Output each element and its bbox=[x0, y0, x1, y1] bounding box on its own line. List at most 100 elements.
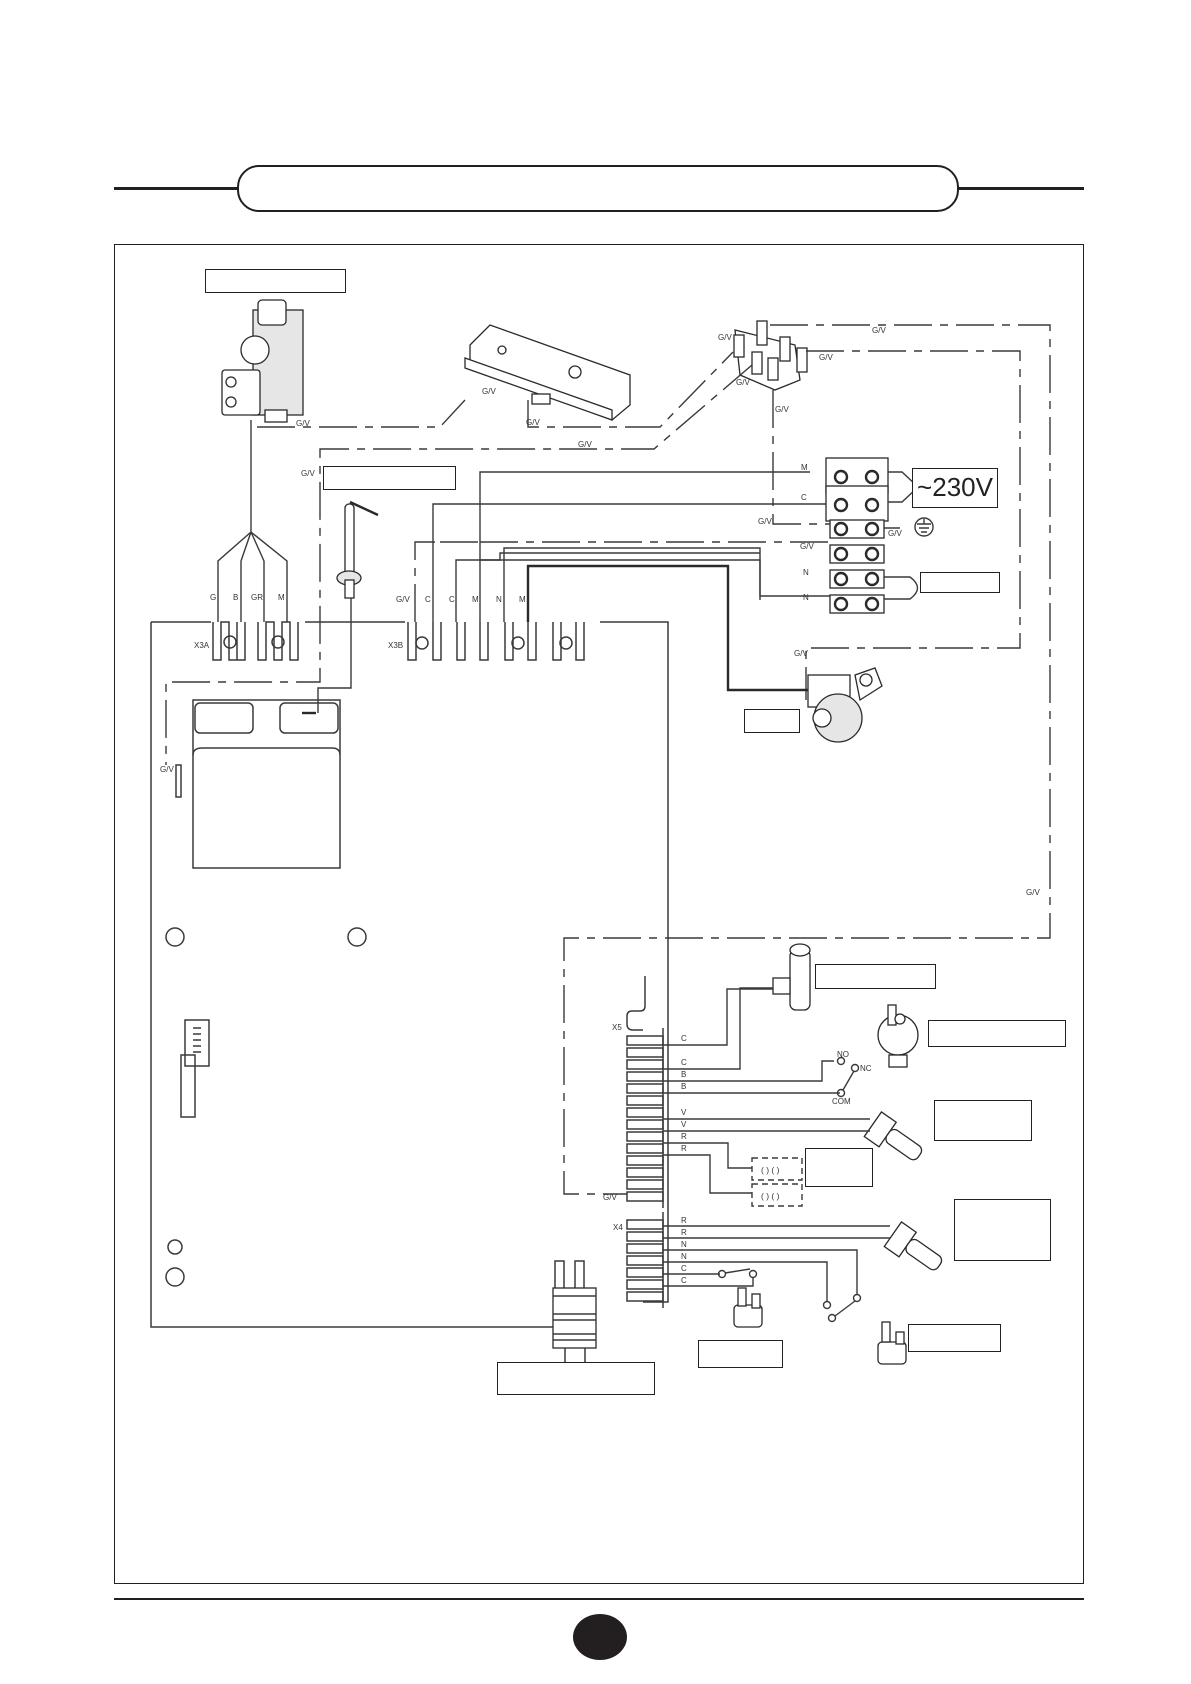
earth-wire bbox=[257, 399, 466, 428]
wire-label: G bbox=[210, 593, 216, 602]
dhw-sensor-icon bbox=[863, 1111, 923, 1161]
wire-flue-stat bbox=[663, 1249, 858, 1295]
callout-gas-valve bbox=[205, 269, 346, 293]
wire-label: N bbox=[496, 595, 502, 604]
pressure-switch-icon bbox=[877, 1004, 919, 1068]
terminal-screw bbox=[833, 497, 849, 513]
wire-label: C bbox=[681, 1058, 687, 1067]
terminal-screw bbox=[864, 469, 880, 485]
wire-label: G/V bbox=[794, 649, 808, 658]
terminal-screw bbox=[864, 546, 880, 562]
connector-pin bbox=[626, 1179, 664, 1190]
connector-label-x4: X4 bbox=[613, 1223, 623, 1232]
terminal-label: N bbox=[803, 593, 809, 602]
terminal-screw bbox=[833, 469, 849, 485]
wire-m bbox=[479, 471, 810, 622]
connector-pin bbox=[626, 1243, 664, 1254]
callout-mains-jumper bbox=[920, 572, 1000, 593]
connector-pin bbox=[626, 1083, 664, 1094]
display-connector bbox=[184, 1019, 210, 1067]
earth-strip-icon bbox=[733, 320, 808, 391]
wire-label: G/V bbox=[718, 333, 732, 342]
connector-pin bbox=[626, 1219, 664, 1230]
wire-label: C bbox=[449, 595, 455, 604]
wire-label: C bbox=[681, 1276, 687, 1285]
wire-label: G/V bbox=[872, 326, 886, 335]
terminal-screw bbox=[833, 521, 849, 537]
connector-pin bbox=[626, 1047, 664, 1058]
wire-label: R bbox=[681, 1144, 687, 1153]
connector-label-x5: X5 bbox=[612, 1023, 622, 1032]
connector-label-x3b: X3B bbox=[388, 641, 403, 650]
wire-n bbox=[480, 552, 760, 561]
limit-thermostat-icon bbox=[733, 1287, 763, 1328]
callout-connector-plug bbox=[497, 1362, 655, 1395]
flat-connector bbox=[180, 1054, 196, 1118]
terminal-screw bbox=[833, 596, 849, 612]
wire-flow-switch bbox=[663, 988, 773, 1046]
wire-label: M bbox=[472, 595, 479, 604]
earth-wire bbox=[165, 364, 753, 765]
footer-rule bbox=[114, 1598, 1084, 1600]
wire-label: G/V bbox=[482, 387, 496, 396]
mounting-hole bbox=[167, 1239, 183, 1255]
wire-label: B bbox=[681, 1082, 686, 1091]
connector-pin bbox=[626, 1035, 664, 1046]
modulation-coil-icon: ( ) ( ) ( ) ( ) bbox=[751, 1157, 803, 1207]
wire-label: G/V bbox=[775, 405, 789, 414]
page-number-badge bbox=[573, 1614, 627, 1660]
connector-pin bbox=[626, 1059, 664, 1070]
connector-x3b bbox=[407, 622, 585, 661]
connector-x5 bbox=[626, 976, 646, 1031]
connector-pin bbox=[626, 1131, 664, 1142]
header-rule-left bbox=[114, 187, 239, 190]
earth-wire bbox=[414, 536, 836, 622]
terminal-label: M bbox=[801, 463, 808, 472]
wire-flow-switch bbox=[663, 987, 773, 1070]
wire-label: G/V bbox=[296, 419, 310, 428]
wire-label: G/V bbox=[819, 353, 833, 362]
connector-pin bbox=[626, 1255, 664, 1266]
connector-pin bbox=[626, 1071, 664, 1082]
wire-label: G/V bbox=[396, 595, 410, 604]
switch-contact-nc: NC bbox=[860, 1064, 872, 1073]
earth-wire bbox=[563, 324, 1051, 1195]
mounting-hole bbox=[347, 927, 367, 947]
earth-wire bbox=[772, 390, 838, 525]
pcb-module bbox=[192, 699, 341, 869]
wire-label: G/V bbox=[603, 1193, 617, 1202]
terminal-label: G/V bbox=[758, 517, 772, 526]
ignition-electrode-icon bbox=[336, 500, 379, 599]
terminal-screw bbox=[864, 571, 880, 587]
title-banner bbox=[237, 165, 959, 212]
terminal-screw bbox=[833, 546, 849, 562]
switch-contact-com: COM bbox=[832, 1097, 851, 1106]
terminal-screw bbox=[864, 497, 880, 513]
connector-pin bbox=[626, 1291, 664, 1302]
heating-sensor-icon bbox=[883, 1221, 943, 1271]
connector-pin bbox=[626, 1095, 664, 1106]
diagram-frame bbox=[114, 244, 1084, 1584]
connector-pin bbox=[626, 1231, 664, 1242]
callout-ignition-electrode bbox=[323, 466, 456, 490]
pump-icon bbox=[807, 667, 883, 743]
callout-heating-sensor bbox=[954, 1199, 1051, 1261]
connector-label-x3a: X3A bbox=[194, 641, 210, 650]
connector-pin bbox=[626, 1167, 664, 1178]
switch-contact-no: NO bbox=[837, 1050, 849, 1059]
terminal-screw bbox=[864, 596, 880, 612]
callout-flow-switch bbox=[815, 964, 936, 989]
connector-pin bbox=[626, 1107, 664, 1118]
wire-label: GR bbox=[251, 593, 263, 602]
wire-label: C bbox=[681, 1264, 687, 1273]
wire-n bbox=[503, 547, 761, 622]
wire-label: R bbox=[681, 1216, 687, 1225]
earth-wire bbox=[527, 351, 734, 428]
connector-pin bbox=[626, 1155, 664, 1166]
wire-flue-stat bbox=[663, 1261, 828, 1302]
wire-label: V bbox=[681, 1120, 687, 1129]
terminal-block-icon bbox=[825, 457, 889, 614]
callout-flue-thermostat bbox=[908, 1324, 1001, 1352]
connector-pin bbox=[626, 1279, 664, 1290]
wire-label: V bbox=[681, 1108, 687, 1117]
